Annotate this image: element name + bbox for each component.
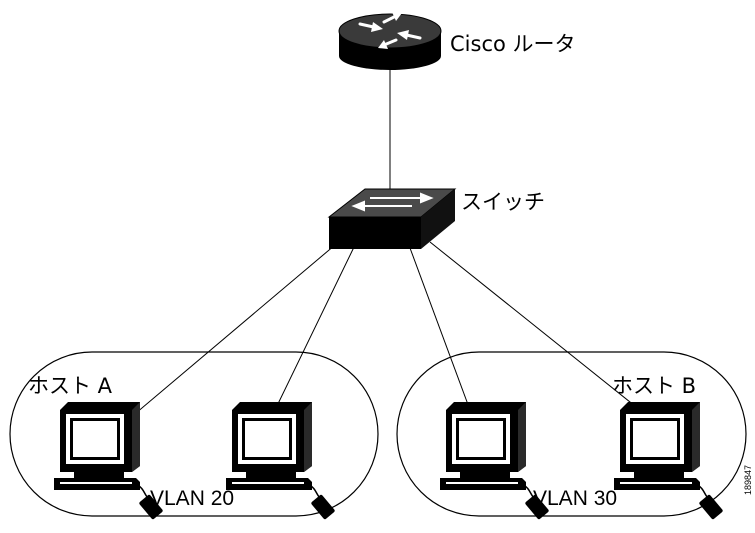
vlan-20-group [9,351,379,517]
computer-icon-vlan20-2 [225,401,337,521]
links-switch-hosts [109,241,641,436]
switch-label: スイッチ [461,190,545,214]
figure-id: 189847 [743,465,753,495]
router-icon [338,12,442,70]
computer-icon-host-a [53,401,165,521]
switch-icon [327,188,457,249]
router-label: Cisco ルータ [450,32,576,56]
host-a-label: ホスト A [28,374,113,398]
vlan-30-group [396,351,747,517]
vlan-30-label: VLAN 30 [533,487,617,510]
computer-icon-host-b [613,401,725,521]
host-b-label: ホスト B [612,374,696,398]
vlan-20-label: VLAN 20 [150,487,234,510]
